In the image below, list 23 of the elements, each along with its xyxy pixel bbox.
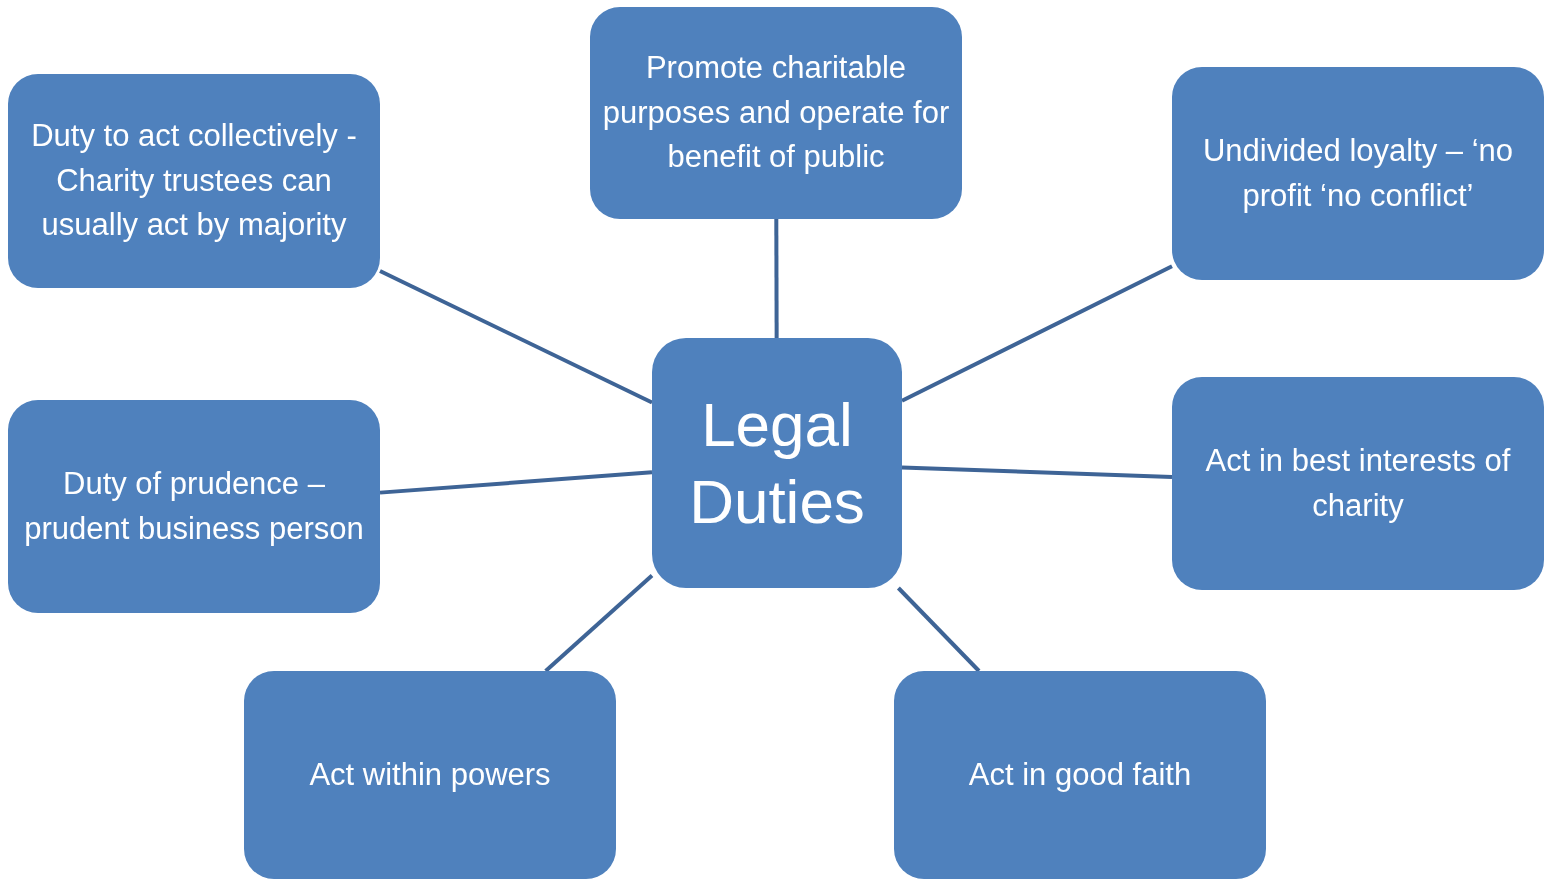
box-text: Act within powers xyxy=(309,755,551,794)
connector-line xyxy=(774,219,779,338)
box-text: Undivided loyalty – ‘no profit ‘no conflict’ xyxy=(1201,131,1515,215)
connector-line xyxy=(379,470,653,495)
box-text: Duty to act collectively - Charity trustees can usually act by majority xyxy=(30,116,358,245)
duty-box xyxy=(894,671,1266,879)
duty-box xyxy=(8,74,380,288)
connector-line xyxy=(901,264,1173,403)
central-topic-box xyxy=(652,338,902,588)
connector-line xyxy=(901,465,1173,479)
box-text: Act in good faith xyxy=(968,755,1192,794)
duty-box xyxy=(8,400,380,613)
box-text: Promote charitable purposes and operate for benefit of public xyxy=(601,48,951,177)
box-text: Legal Duties xyxy=(688,388,866,538)
duty-box xyxy=(590,7,962,219)
duty-box xyxy=(244,671,616,879)
connector-line xyxy=(379,269,653,405)
connector-line xyxy=(544,573,654,673)
duty-box xyxy=(1172,67,1544,280)
box-text: Duty of prudence – prudent business person xyxy=(23,464,365,548)
box-text: Act in best interests of charity xyxy=(1204,441,1512,525)
duty-box xyxy=(1172,377,1544,590)
connector-line xyxy=(896,586,981,673)
